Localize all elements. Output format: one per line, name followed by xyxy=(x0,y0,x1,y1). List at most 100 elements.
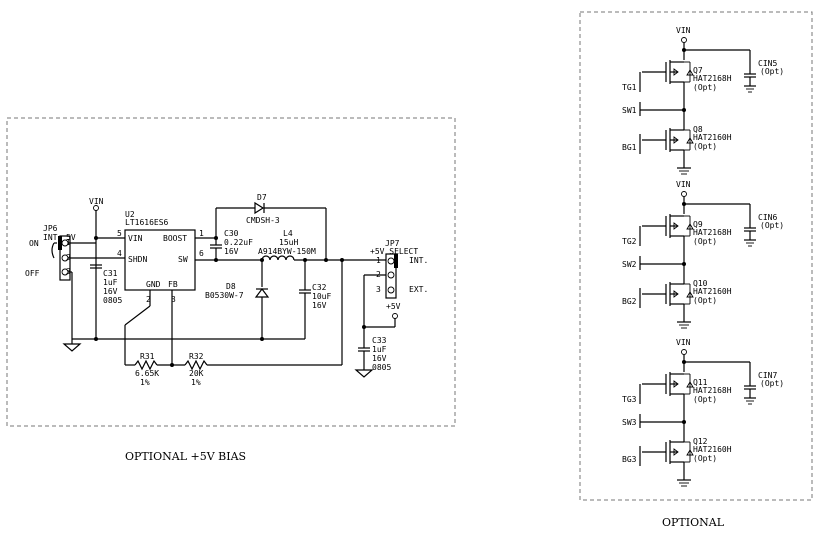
jp7-pin1: 1 xyxy=(376,256,381,265)
vin-terminal xyxy=(93,205,99,211)
cin-ref: CIN7 xyxy=(758,371,777,380)
bg-label: BG2 xyxy=(622,297,637,306)
r31-resistor-icon xyxy=(134,359,158,371)
r32-tol: 1% xyxy=(191,378,201,387)
r31-ref: R31 xyxy=(140,352,155,361)
u2-shdn-pin: SHDN xyxy=(128,255,147,264)
u2-part: LT1616ES6 xyxy=(125,218,169,227)
c33-val: 1uF xyxy=(372,345,387,354)
ground-icon xyxy=(62,343,82,352)
tg-label: TG1 xyxy=(622,83,637,92)
vin-terminal xyxy=(681,191,687,197)
r32-resistor-icon xyxy=(184,359,208,371)
vin-terminal xyxy=(681,37,687,43)
mosfet-section-2: VINCIN6(Opt)TG2SW2Q9HAT2168H(Opt)BG2Q10H… xyxy=(622,180,784,329)
jp6-mode: INT xyxy=(43,233,58,242)
r31-val: 6.65K xyxy=(135,369,159,378)
optional-frame xyxy=(579,11,813,501)
c31-ref: C31 xyxy=(103,269,118,278)
tg-label: TG2 xyxy=(622,237,637,246)
jp7-ref: JP7 xyxy=(385,239,400,248)
cin-opt: (Opt) xyxy=(760,67,784,76)
bias-caption: OPTIONAL +5V BIAS xyxy=(125,450,246,463)
c30-val: 0.22uF xyxy=(224,238,253,247)
jp6-on: ON xyxy=(29,239,39,248)
u2-ref: U2 xyxy=(125,210,135,219)
vin-terminal xyxy=(681,349,687,355)
ql-opt: (Opt) xyxy=(693,296,717,305)
jp7-ext: EXT. xyxy=(409,285,428,294)
plus5v-label: +5V xyxy=(386,302,401,311)
d7-part: CMDSH-3 xyxy=(246,216,280,225)
qh-ref: Q7 xyxy=(693,66,703,75)
cin-ref: CIN6 xyxy=(758,213,777,222)
c33-volt: 16V xyxy=(372,354,387,363)
cin-ref: CIN5 xyxy=(758,59,777,68)
c32-val: 10uF xyxy=(312,292,331,301)
u2-sw-pin: SW xyxy=(178,255,188,264)
d8-diode-icon xyxy=(254,288,270,298)
ql-ref: Q12 xyxy=(693,437,708,446)
ql-part: HAT2160H xyxy=(693,287,732,296)
sw-label: SW1 xyxy=(622,106,637,115)
l4-ref: L4 xyxy=(283,229,293,238)
c33-pkg: 0805 xyxy=(372,363,391,372)
l4-part: A914BYW-150M xyxy=(258,247,316,256)
l4-val: 15uH xyxy=(279,238,298,247)
vin-label: VIN xyxy=(89,197,104,206)
qh-ref: Q9 xyxy=(693,220,703,229)
c31-val: 1uF xyxy=(103,278,118,287)
tg-label: TG3 xyxy=(622,395,637,404)
l4-inductor-icon xyxy=(261,255,295,261)
ql-ref: Q10 xyxy=(693,279,708,288)
u2-vin-pin: VIN xyxy=(128,234,143,243)
low-side-mosfet-icon xyxy=(642,440,694,464)
ql-opt: (Opt) xyxy=(693,142,717,151)
bg-label: BG3 xyxy=(622,455,637,464)
r32-ref: R32 xyxy=(189,352,204,361)
qh-ref: Q11 xyxy=(693,378,708,387)
low-side-mosfet-icon xyxy=(642,282,694,306)
cin-opt: (Opt) xyxy=(760,221,784,230)
c31-pkg: 0805 xyxy=(103,296,122,305)
mosfet-section-1: VINCIN5(Opt)TG1SW1Q7HAT2168H(Opt)BG1Q8HA… xyxy=(622,26,784,175)
jp7-title: +5V SELECT xyxy=(370,247,418,256)
c33-ref: C33 xyxy=(372,336,387,345)
sw-label: SW3 xyxy=(622,418,637,427)
jp6-volt: 5V xyxy=(66,233,76,242)
jp6-off: OFF xyxy=(25,269,40,278)
c30-ref: C30 xyxy=(224,229,239,238)
r32-val: 20K xyxy=(189,369,204,378)
c32-ref: C32 xyxy=(312,283,327,292)
high-side-mosfet-icon xyxy=(642,372,694,396)
ql-ref: Q8 xyxy=(693,125,703,134)
high-side-mosfet-icon xyxy=(642,214,694,238)
mosfet-section-3: VINCIN7(Opt)TG3SW3Q11HAT2168H(Opt)BG3Q12… xyxy=(622,338,784,487)
jp7-jumper xyxy=(385,253,398,299)
c31-volt: 16V xyxy=(103,287,118,296)
u2-pin1: 1 xyxy=(199,229,204,238)
ground-icon xyxy=(354,369,374,378)
qh-part: HAT2168H xyxy=(693,74,732,83)
low-side-mosfet-icon xyxy=(642,128,694,152)
plus5v-terminal xyxy=(392,313,398,319)
qh-opt: (Opt) xyxy=(693,83,717,92)
bg-label: BG1 xyxy=(622,143,637,152)
c32-volt: 16V xyxy=(312,301,327,310)
jp6-ref: JP6 xyxy=(43,224,58,233)
jp7-int: INT. xyxy=(409,256,428,265)
ql-opt: (Opt) xyxy=(693,454,717,463)
d8-part: B0530W-7 xyxy=(205,291,244,300)
vin-label: VIN xyxy=(676,26,691,35)
vin-label: VIN xyxy=(676,180,691,189)
u2-pin3: 3 xyxy=(171,295,176,304)
u2-gnd-pin: GND xyxy=(146,280,161,289)
u2-boost-pin: BOOST xyxy=(163,234,187,243)
jp7-pin3: 3 xyxy=(376,285,381,294)
sw-label: SW2 xyxy=(622,260,637,269)
qh-part: HAT2168H xyxy=(693,386,732,395)
qh-opt: (Opt) xyxy=(693,395,717,404)
qh-opt: (Opt) xyxy=(693,237,717,246)
d8-ref: D8 xyxy=(226,282,236,291)
